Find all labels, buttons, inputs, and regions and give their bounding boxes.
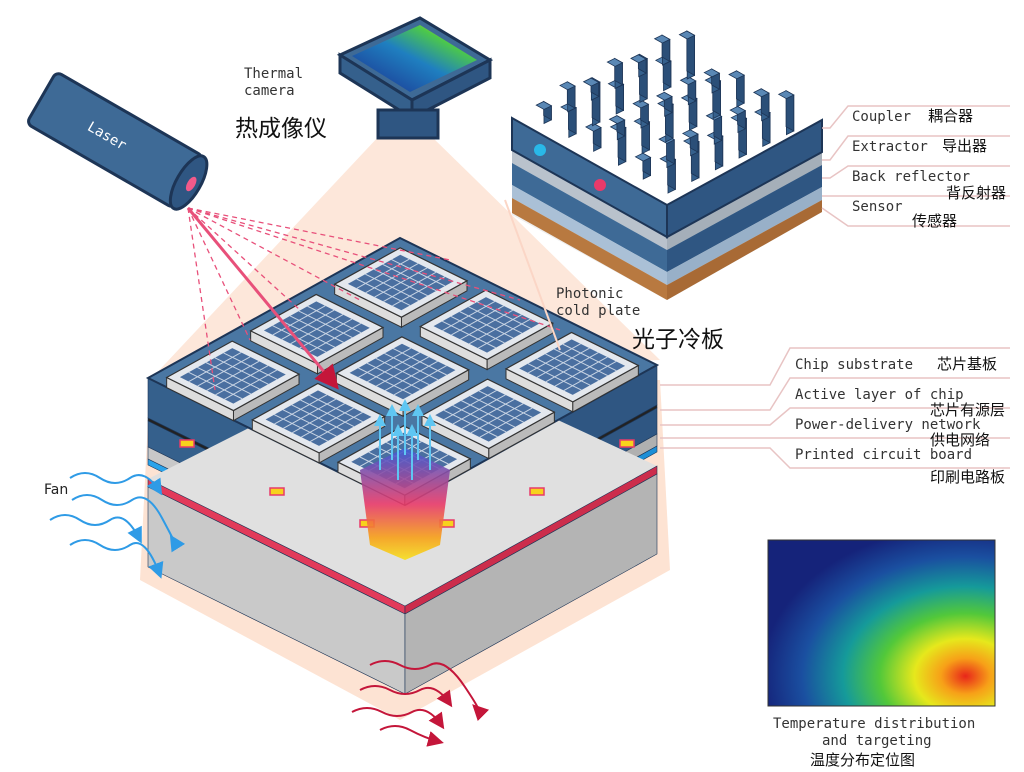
cold-plate-inset: Photonic cold plate 光子冷板 — [504, 30, 823, 353]
laser-beam-dashed — [187, 207, 561, 331]
laser-beam-dashed — [187, 207, 361, 301]
pillar-top — [606, 57, 624, 67]
label-pcb-cn: 印刷电路板 — [930, 468, 1005, 486]
chip-gridline — [477, 318, 531, 349]
chip-gridline — [479, 407, 533, 438]
cold-plate-layer-labels: Coupler 耦合器 Extractor 导出器 Back reflector… — [821, 105, 1010, 230]
heatmap-caption-line2: and targeting — [822, 733, 932, 749]
label-power-delivery: Power-delivery network — [795, 417, 981, 433]
chip-gridline — [308, 322, 362, 353]
label-coupler-cn: 耦合器 — [928, 107, 973, 125]
label-active-layer-cn: 芯片有源层 — [930, 401, 1005, 419]
pillar-top — [728, 70, 746, 80]
label-back-reflector-cn: 背反射器 — [946, 184, 1006, 202]
power-pad — [529, 487, 545, 496]
chip — [420, 378, 556, 460]
laser-beam-dashed — [187, 207, 216, 391]
pillar-top — [608, 115, 626, 125]
chip — [251, 382, 386, 464]
pillar-top — [703, 68, 721, 78]
pillar-top — [584, 122, 602, 132]
pillar-top — [559, 81, 576, 91]
pillar-top — [679, 76, 697, 86]
laser: Laser — [27, 72, 209, 211]
power-pad — [619, 439, 635, 448]
label-extractor-cn: 导出器 — [942, 137, 987, 155]
thermal-camera-label-line2: camera — [244, 83, 295, 99]
label-chip-substrate-cn: 芯片基板 — [937, 355, 997, 373]
laser-beam-dashed — [187, 207, 301, 311]
pillar-top — [535, 101, 553, 110]
cold-plate-label-line2: cold plate — [556, 303, 640, 319]
heat-exhaust — [351, 660, 490, 747]
chip-gridline — [563, 360, 617, 391]
fan-label: Fan — [44, 482, 68, 498]
thermal-camera: Thermal camera 热成像仪 — [235, 16, 494, 142]
laser-beam-main — [186, 207, 339, 390]
layer-labels: Coupler 耦合器 Extractor 导出器 Back reflector… — [660, 105, 1010, 486]
temperature-heatmap: Temperature distribution and targeting 温… — [767, 539, 996, 769]
chip-gridline — [224, 369, 278, 400]
pillar-top — [653, 34, 671, 44]
label-sensor: Sensor — [852, 199, 903, 215]
chip — [333, 247, 469, 329]
label-active-layer: Active layer of chip — [795, 387, 964, 403]
label-sensor-cn: 传感器 — [912, 212, 957, 230]
cold-plate-label-line1: Photonic — [556, 286, 623, 302]
chip-layer-labels: Chip substrate 芯片基板 Active layer of chip… — [660, 347, 1010, 486]
heatmap-caption-cn: 温度分布定位图 — [810, 751, 915, 769]
label-power-delivery-cn: 供电网络 — [930, 431, 990, 449]
thermal-camera-label-line1: Thermal — [244, 66, 303, 82]
pillar-top — [729, 105, 747, 115]
pillar-top — [678, 30, 696, 40]
laser-beam-dashed — [187, 207, 521, 301]
chip — [504, 331, 640, 413]
label-back-reflector: Back reflector — [852, 169, 970, 185]
heatmap-caption-line1: Temperature distribution — [773, 716, 975, 732]
pillar-top — [634, 152, 652, 162]
chip-gridline — [309, 411, 363, 442]
cold-plate-label-cn: 光子冷板 — [632, 327, 724, 353]
thermal-camera-label-cn: 热成像仪 — [235, 116, 327, 142]
chip-gridline — [393, 365, 447, 396]
power-pad — [179, 439, 195, 448]
laser-beams — [186, 207, 561, 391]
pillar-top — [777, 90, 795, 100]
chip — [249, 293, 385, 375]
pillar-top — [752, 88, 770, 98]
chip — [419, 289, 554, 371]
pillar-top — [582, 77, 600, 87]
label-coupler: Coupler — [852, 109, 911, 125]
pillar-top — [656, 91, 673, 101]
pillar-top — [630, 54, 647, 64]
laser-beam-dashed — [187, 207, 251, 341]
pillar-top — [632, 99, 650, 109]
chip-gridline — [392, 276, 446, 307]
label-chip-substrate: Chip substrate — [795, 357, 913, 373]
label-pcb: Printed circuit board — [795, 447, 972, 463]
label-extractor: Extractor — [852, 139, 928, 155]
pillar-top — [681, 129, 699, 139]
chip — [165, 340, 301, 422]
hotspot — [360, 399, 450, 560]
fan-airflow: Fan — [44, 472, 186, 579]
power-pad — [269, 487, 285, 496]
